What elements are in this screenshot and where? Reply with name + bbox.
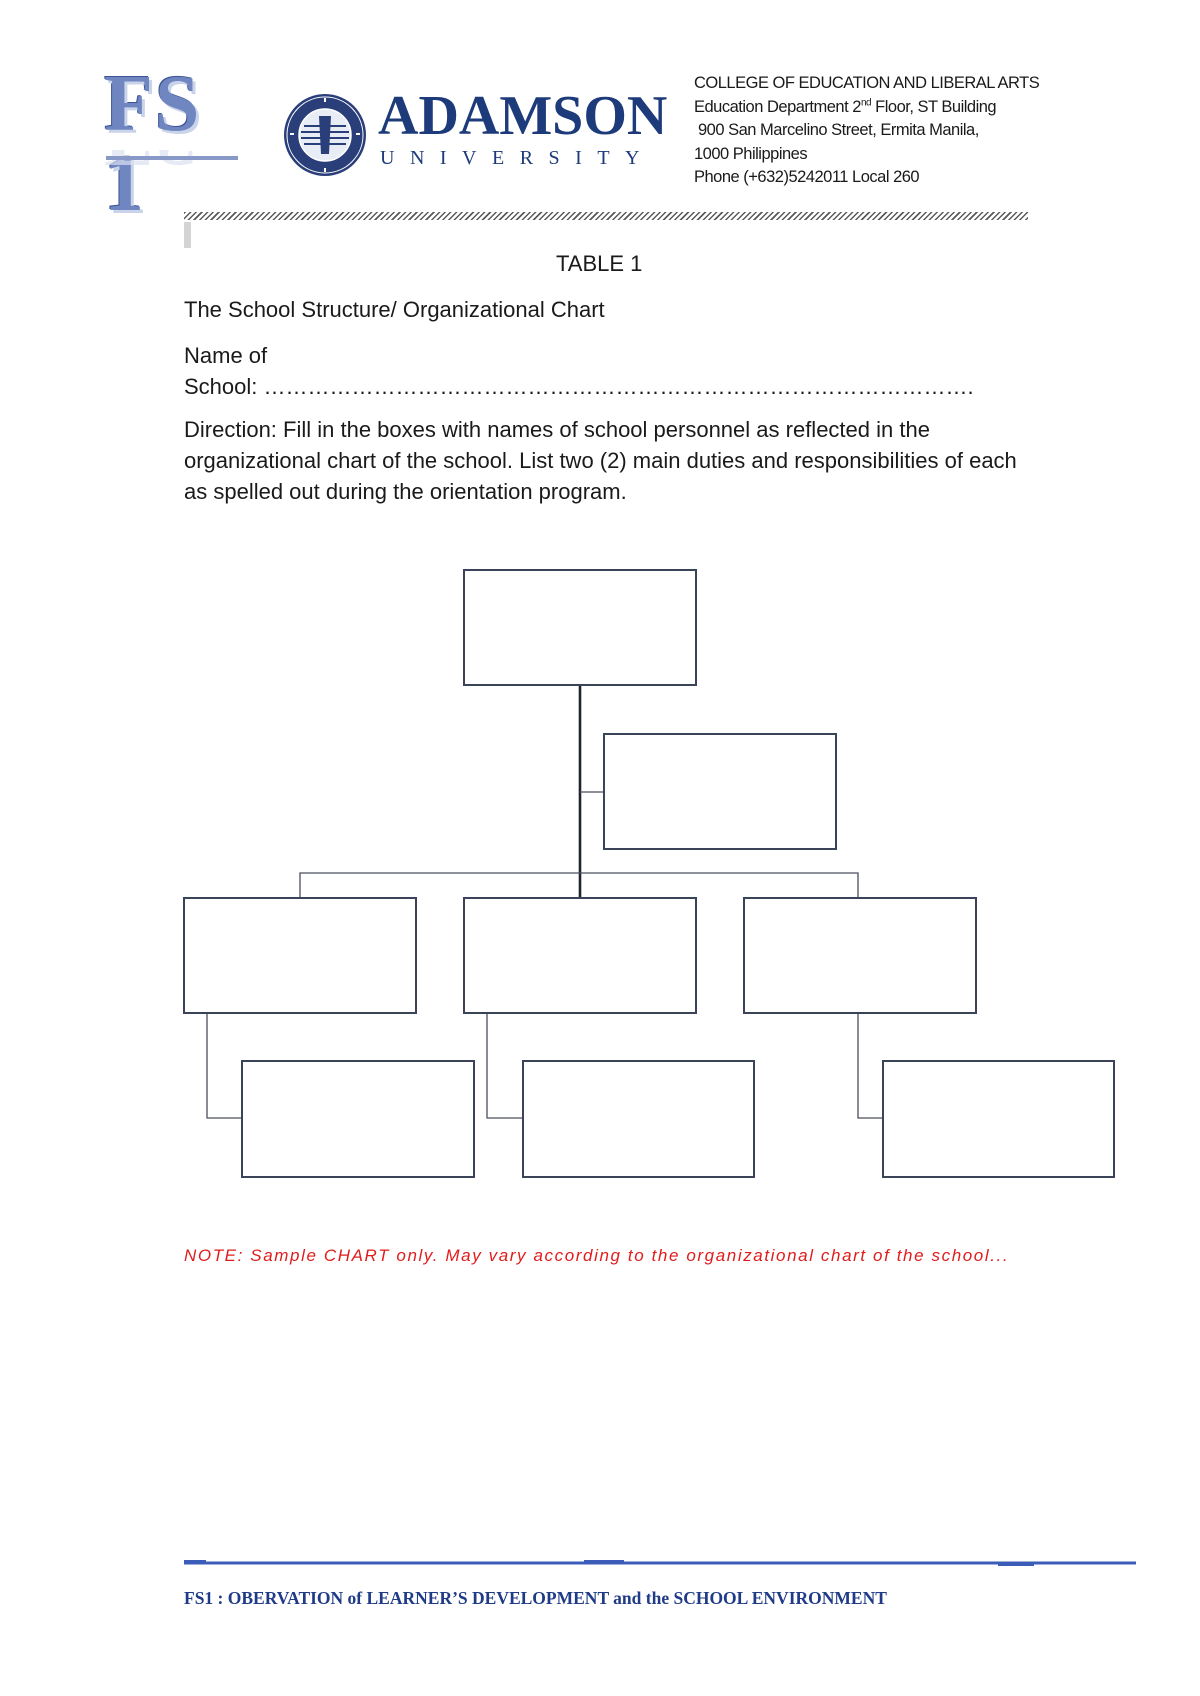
university-seal-icon: [284, 94, 366, 176]
university-name: ADAMSON: [378, 85, 668, 147]
street-line: 900 San Marcelino Street, Ermita Manila,: [698, 121, 979, 139]
university-word: UNIVERSITY: [380, 147, 655, 169]
chart-box-level2-right[interactable]: [743, 897, 977, 1014]
chart-title: The School Structure/ Organizational Cha…: [184, 297, 605, 322]
chart-box-level3-middle[interactable]: [522, 1060, 755, 1178]
chart-box-level3-right[interactable]: [882, 1060, 1115, 1178]
sample-chart-note: NOTE: Sample CHART only. May vary accord…: [184, 1246, 1010, 1265]
school-name-fill-line: School: ………………………………………………………………………………………: [184, 374, 974, 399]
direction-text: Direction: Fill in the boxes with names …: [184, 417, 1017, 504]
table-label: TABLE 1: [556, 251, 643, 276]
name-of-school-label: Name of: [184, 343, 268, 368]
level-bar-connector: [299, 872, 859, 897]
chart-box-assistant[interactable]: [603, 733, 837, 850]
middle-branch-connector: [486, 1012, 522, 1119]
chart-box-level3-left[interactable]: [241, 1060, 475, 1178]
left-branch-connector: [206, 1012, 241, 1119]
city-line: 1000 Philippines: [694, 144, 808, 163]
phone-line: Phone (+632)5242011 Local 260: [694, 168, 920, 186]
header-divider-mark: [184, 222, 191, 248]
fs1-logo: FS 1 FS 1: [104, 64, 244, 224]
footer-divider: [184, 1560, 1136, 1566]
college-address-block: COLLEGE OF EDUCATION AND LIBERAL ARTS Ed…: [694, 72, 1040, 190]
chart-box-level2-left[interactable]: [183, 897, 417, 1014]
footer-title: FS1 : OBERVATION of LEARNER’S DEVELOPMEN…: [184, 1588, 887, 1608]
header-divider: [184, 212, 1028, 220]
chart-box-top[interactable]: [463, 569, 697, 686]
chart-box-level2-middle[interactable]: [463, 897, 697, 1014]
fs1-logo-underline: [106, 156, 238, 160]
college-name-line: COLLEGE OF EDUCATION AND LIBERAL ARTS: [694, 74, 1040, 92]
department-line: Education Department 2nd Floor, ST Build…: [694, 97, 997, 116]
right-branch-connector: [857, 1012, 882, 1119]
